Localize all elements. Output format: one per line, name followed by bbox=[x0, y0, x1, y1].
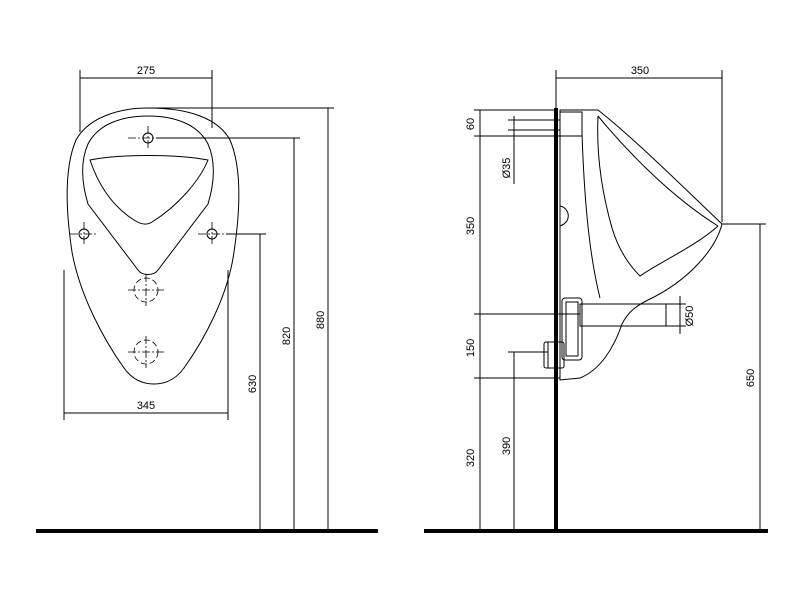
side-bowl-inner bbox=[597, 115, 719, 277]
front-body-outline bbox=[66, 107, 240, 385]
waste-elbow bbox=[543, 341, 565, 369]
dim-height-350: 350 bbox=[465, 217, 477, 235]
dim-bottom-width: 345 bbox=[137, 400, 155, 412]
dim-height-320: 320 bbox=[465, 449, 477, 467]
dim-height-650: 650 bbox=[745, 369, 757, 387]
dim-top-60: 60 bbox=[465, 118, 477, 130]
front-spreader-opening bbox=[89, 155, 209, 225]
dim-height-820: 820 bbox=[281, 327, 293, 345]
trap-body bbox=[561, 297, 583, 361]
side-body-outline bbox=[559, 109, 723, 381]
dim-height-390: 390 bbox=[501, 437, 513, 455]
front-view: 275 345 630 820 880 bbox=[36, 65, 378, 533]
dim-height-150: 150 bbox=[465, 339, 477, 357]
inlet-connector bbox=[559, 111, 583, 137]
dim-top-width: 275 bbox=[137, 65, 155, 77]
side-view: 350 60 350 150 320 Ø35 390 Ø50 650 bbox=[424, 65, 768, 533]
dim-diameter-50: Ø50 bbox=[684, 306, 696, 327]
dim-depth: 350 bbox=[631, 65, 649, 77]
front-rim-outline bbox=[82, 115, 214, 275]
dim-height-880: 880 bbox=[315, 311, 327, 329]
dim-height-630: 630 bbox=[247, 375, 259, 393]
dim-diameter-35: Ø35 bbox=[501, 158, 513, 179]
